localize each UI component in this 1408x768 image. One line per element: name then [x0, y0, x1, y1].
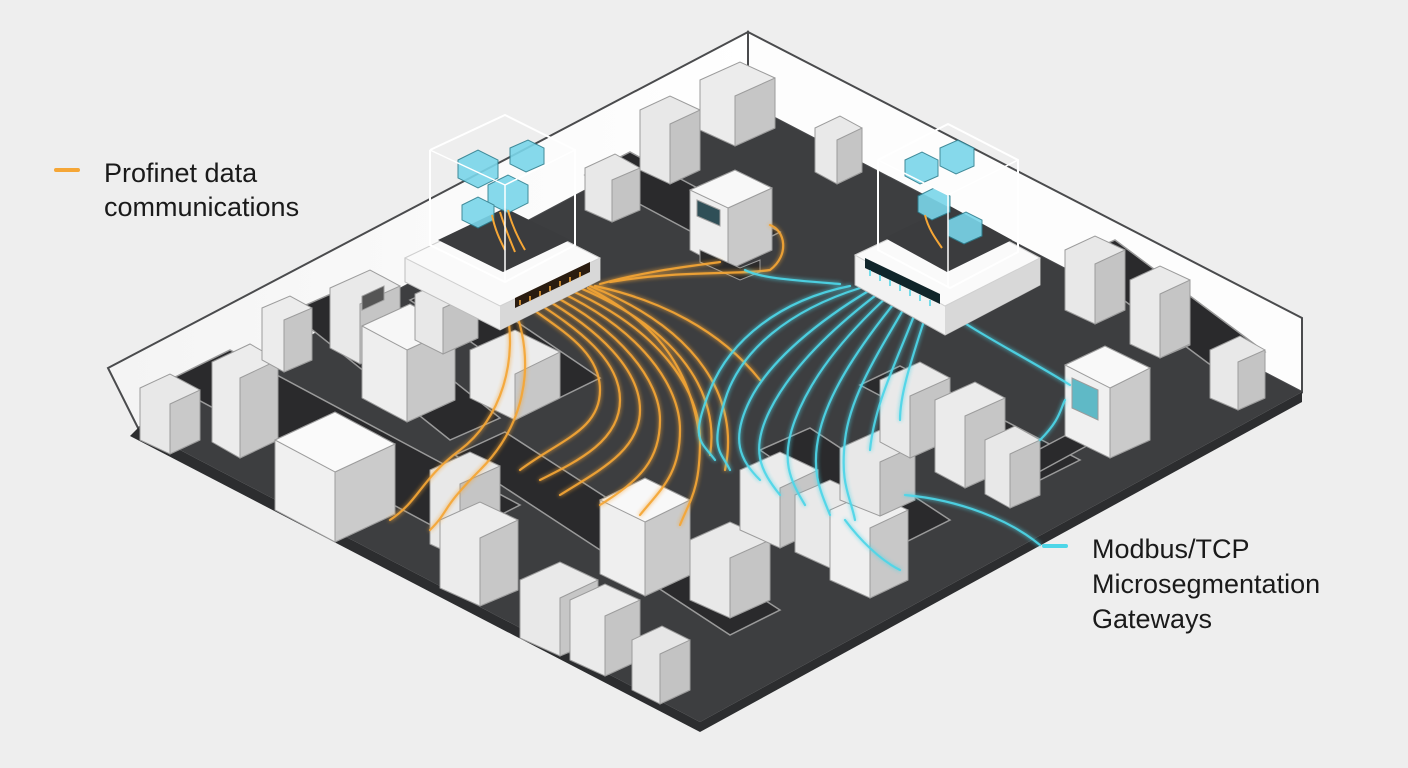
machine-left-3 [261, 295, 313, 373]
machine-right-6 [1209, 335, 1266, 411]
machine-back-4 [584, 153, 641, 223]
modbus-legend: Modbus/TCP Microsegmentation Gateways [1042, 532, 1320, 637]
orange-line-swatch-icon [54, 168, 80, 172]
machine-center-2 [439, 501, 519, 607]
machine-left-7 [469, 329, 561, 421]
central-control-unit [688, 169, 774, 281]
modbus-legend-line-2: Microsegmentation [1092, 569, 1321, 599]
right-controller-hub [853, 122, 1042, 336]
cyan-line-swatch-icon [1042, 544, 1068, 548]
machine-left-2 [211, 343, 279, 459]
machine-center-6 [689, 521, 771, 619]
machine-center-5 [631, 625, 691, 705]
profinet-legend: Profinet data communications [54, 156, 299, 224]
profinet-legend-text: Profinet data communications [104, 156, 299, 224]
machine-center-4 [569, 583, 641, 677]
modbus-legend-line-3: Gateways [1092, 604, 1213, 634]
machine-center-10 [839, 429, 916, 517]
modbus-legend-text: Modbus/TCP Microsegmentation Gateways [1092, 532, 1320, 637]
profinet-legend-line-2: communications [104, 192, 300, 222]
factory-machines [139, 61, 1266, 705]
machine-right-5 [1129, 265, 1191, 359]
machine-right-3 [984, 425, 1041, 509]
machine-left-1 [139, 373, 201, 455]
machine-back-2 [699, 61, 776, 147]
profinet-legend-line-1: Profinet data [104, 158, 258, 188]
left-controller-hub [403, 113, 602, 331]
modbus-legend-line-1: Modbus/TCP [1092, 534, 1250, 564]
machine-back-1 [639, 95, 701, 185]
machine-right-4 [1064, 235, 1126, 325]
machine-center-9 [829, 491, 909, 599]
floor-front-right-edge [700, 392, 1302, 732]
floor-front-left-edge [130, 428, 700, 732]
modbus-data-lines [697, 268, 1072, 572]
machine-left-large-cabinet [273, 285, 397, 543]
machine-back-3 [814, 115, 863, 185]
machine-right-large-cabinet [1063, 345, 1152, 459]
